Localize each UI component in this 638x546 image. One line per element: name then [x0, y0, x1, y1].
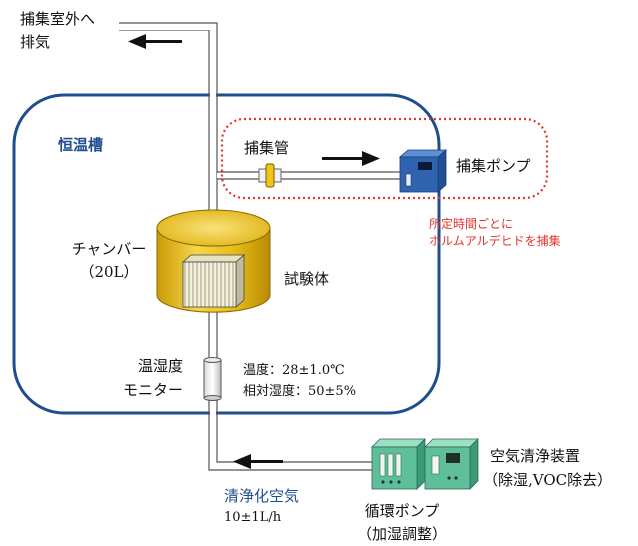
- specimen-cube: [181, 254, 246, 308]
- purifier-label-line2: （除湿,VOC除去）: [483, 471, 613, 489]
- exhaust-pipe: [119, 22, 218, 212]
- exhaust-label-line2: 排気: [20, 33, 51, 51]
- purifier-label-line1: 空気清浄装置: [490, 447, 581, 465]
- sampling-note-line1: 所定時間ごとに: [429, 217, 514, 231]
- chamber-label-line1: チャンバー: [71, 240, 147, 258]
- circulation-pump-box: [371, 438, 426, 490]
- branch-pipe: [217, 171, 400, 180]
- collection-pump-label: 捕集ポンプ: [456, 157, 531, 175]
- sampling-highlight: [220, 117, 549, 200]
- circulation-label-line1: 循環ポンプ: [364, 502, 440, 520]
- exhaust-label-line1: 捕集室外へ: [20, 10, 96, 28]
- enclosure-label: 恒温槽: [58, 136, 104, 154]
- enclosure-box: [12, 93, 441, 415]
- sampling-note-line2: ホルムアルデヒドを捕集: [429, 234, 561, 248]
- clean-air-label: 清浄化空気: [224, 487, 300, 505]
- collection-arrow: [322, 151, 380, 166]
- specimen-label: 試験体: [284, 270, 330, 288]
- collection-pump-box: [398, 149, 448, 193]
- circulation-label-line2: （加湿調整）: [356, 525, 447, 543]
- exhaust-arrow: [128, 34, 182, 49]
- temperature-label: 温度：28±1.0℃: [243, 363, 345, 378]
- supply-arrow: [233, 454, 283, 469]
- collection-tube-label: 捕集管: [244, 139, 290, 157]
- monitor-cylinder: [203, 357, 222, 401]
- chamber-label-line2: （20L）: [79, 263, 139, 281]
- collection-tube-shape: [258, 163, 282, 188]
- flow-rate-label: 10±1L/h: [224, 510, 282, 525]
- humidity-label: 相対湿度：50±5%: [243, 384, 357, 399]
- monitor-label-line1: 温湿度: [138, 357, 184, 375]
- monitor-label-line2: モニター: [123, 381, 184, 399]
- air-purifier-box: [424, 438, 479, 490]
